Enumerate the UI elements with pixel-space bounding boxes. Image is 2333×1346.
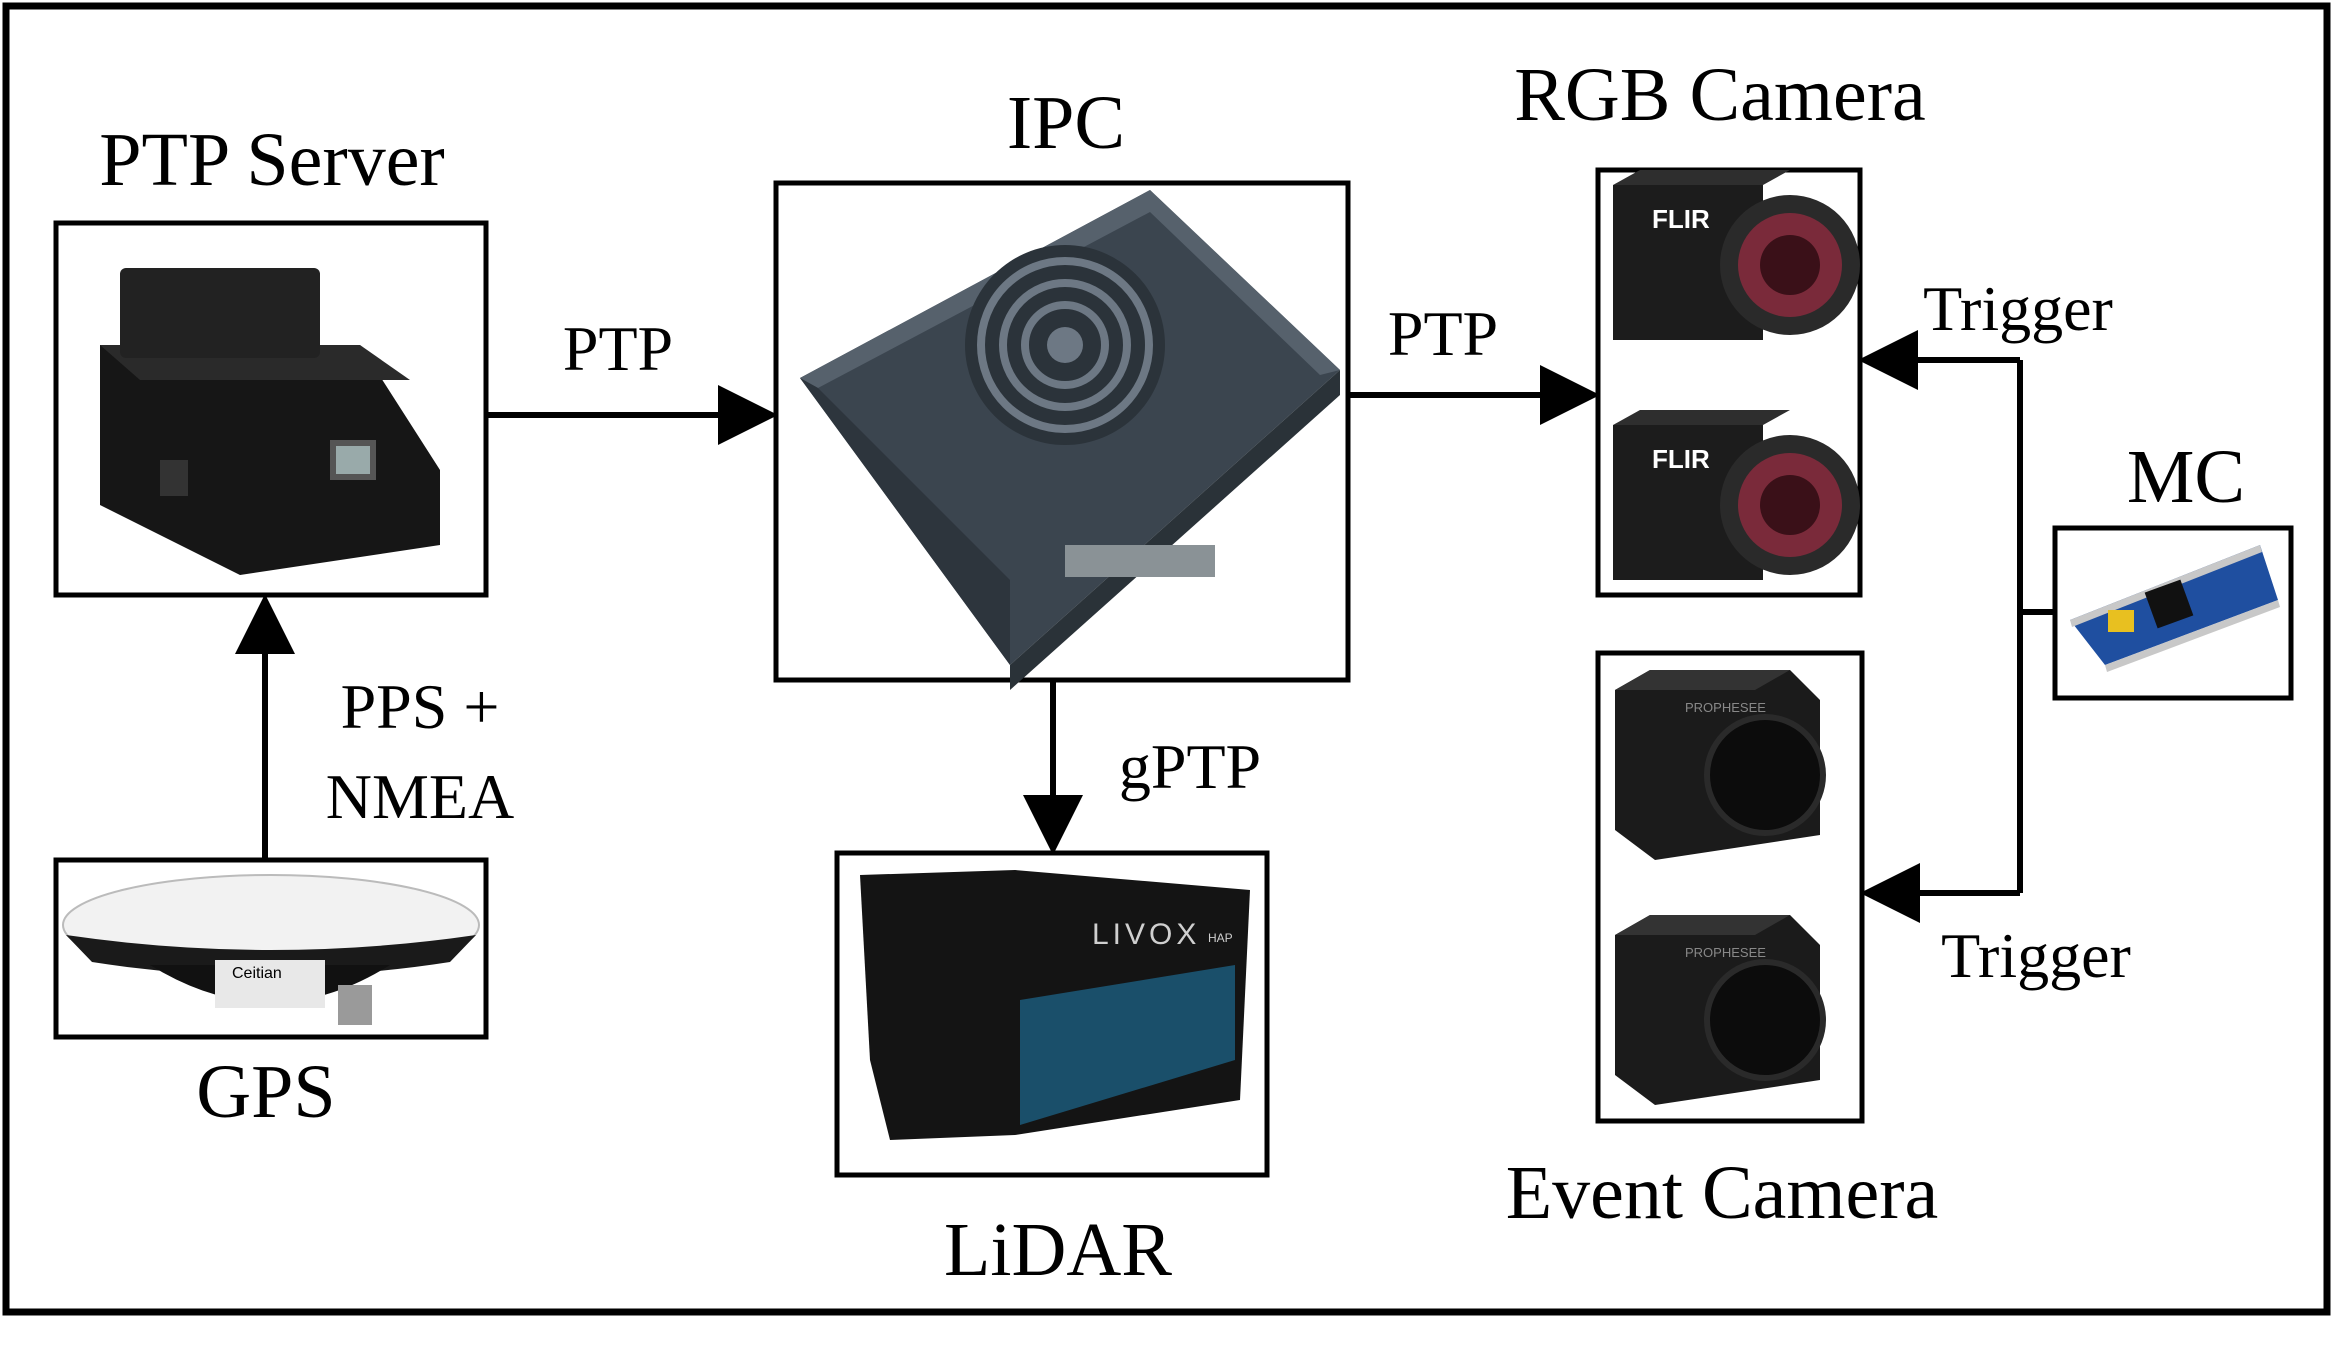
lidar-title: LiDAR bbox=[944, 1208, 1172, 1292]
ptp-server-device-image bbox=[100, 268, 440, 575]
svg-text:FLIR: FLIR bbox=[1652, 444, 1710, 474]
trigger-label-top: Trigger bbox=[1923, 273, 2113, 344]
nmea-label: NMEA bbox=[326, 761, 514, 832]
pps-label: PPS + bbox=[341, 671, 500, 742]
event-camera-image-1: PROPHESEE bbox=[1615, 670, 1826, 860]
outer-frame bbox=[2, 2, 2331, 1316]
rgb-camera-image-1: FLIR bbox=[1613, 170, 1860, 340]
trigger-label-bottom: Trigger bbox=[1941, 920, 2131, 991]
rgb-camera-image-2: FLIR bbox=[1613, 410, 1860, 580]
event-camera-title: Event Camera bbox=[1506, 1151, 1939, 1235]
gptp-label: gPTP bbox=[1119, 731, 1261, 802]
ptp-label-left: PTP bbox=[563, 313, 673, 384]
svg-text:LIVOX: LIVOX bbox=[1092, 918, 1200, 951]
ipc-device-image bbox=[800, 190, 1340, 690]
mc-board-image bbox=[2070, 545, 2280, 672]
svg-text:HAP: HAP bbox=[1208, 931, 1233, 945]
event-camera-image-2: PROPHESEE bbox=[1615, 915, 1826, 1105]
svg-text:PROPHESEE: PROPHESEE bbox=[1685, 700, 1766, 715]
lidar-device-image: LIVOX HAP bbox=[860, 870, 1250, 1140]
ipc-title: IPC bbox=[1007, 81, 1125, 165]
gps-title: GPS bbox=[196, 1050, 335, 1134]
gps-antenna-image: Ceitian bbox=[62, 874, 480, 1025]
svg-text:PROPHESEE: PROPHESEE bbox=[1685, 945, 1766, 960]
ptp-server-title: PTP Server bbox=[99, 118, 445, 202]
rgb-camera-title: RGB Camera bbox=[1514, 53, 1926, 137]
svg-text:FLIR: FLIR bbox=[1652, 204, 1710, 234]
svg-text:Ceitian: Ceitian bbox=[232, 965, 282, 982]
ptp-label-right: PTP bbox=[1388, 298, 1498, 369]
mc-title: MC bbox=[2127, 435, 2245, 519]
